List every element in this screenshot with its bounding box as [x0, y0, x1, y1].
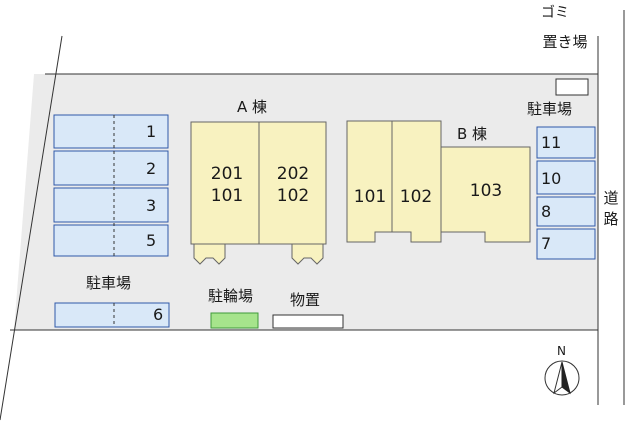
garbage-label-line2: 置き場	[542, 33, 588, 51]
parking-right-label: 駐車場	[527, 100, 573, 118]
unit-b-102: 102	[399, 187, 433, 207]
parking-space-5	[53, 224, 169, 257]
compass-north-label: N	[557, 344, 566, 358]
lot-left-edge	[0, 35, 63, 421]
building-a-unit-left: 201 101	[203, 163, 251, 207]
parking-number-5: 5	[146, 231, 157, 250]
building-a-foot-left	[193, 243, 226, 265]
parking-number-10: 10	[541, 169, 562, 188]
bicycle-parking-label: 駐輪場	[208, 287, 254, 305]
bicycle-parking-box	[210, 312, 259, 329]
unit-b-103: 103	[469, 181, 503, 201]
parking-number-8: 8	[541, 202, 552, 221]
unit-201: 201	[210, 164, 244, 184]
parking-number-6: 6	[153, 305, 164, 324]
parking-number-1: 1	[146, 122, 157, 141]
compass-icon	[544, 360, 580, 396]
building-a-unit-right: 202 102	[267, 163, 319, 207]
storage-box	[272, 314, 344, 329]
building-a-title: A 棟	[237, 98, 268, 116]
parking-space-3	[53, 187, 169, 223]
garbage-area-box	[555, 78, 589, 96]
parking-number-11: 11	[541, 133, 562, 152]
parking-space-6	[54, 302, 170, 328]
building-b-title: B 棟	[457, 125, 488, 143]
parking-number-2: 2	[146, 159, 157, 178]
parking-space-11	[536, 126, 596, 159]
parking-bottom-label: 駐車場	[86, 274, 132, 292]
parking-left-group	[53, 114, 169, 257]
road-label-char-1: 路	[603, 210, 619, 228]
storage-label: 物置	[290, 291, 321, 309]
parking-right-group	[536, 126, 596, 260]
building-a-foot-right	[291, 243, 324, 265]
road-label-char-0: 道	[603, 189, 619, 207]
unit-b-101: 101	[353, 187, 387, 207]
parking-space-7	[536, 228, 596, 260]
unit-202: 202	[276, 164, 310, 184]
parking-space-1	[53, 114, 169, 149]
parking-space-10	[536, 160, 596, 195]
unit-a-102: 102	[276, 186, 310, 206]
parking-number-7: 7	[541, 234, 552, 253]
garbage-label-line1: ゴミ	[541, 5, 569, 21]
unit-a-101: 101	[210, 186, 244, 206]
road-label: 道路	[602, 188, 620, 230]
parking-space-8	[536, 196, 596, 227]
parking-space-2	[53, 150, 169, 186]
parking-number-3: 3	[146, 196, 157, 215]
